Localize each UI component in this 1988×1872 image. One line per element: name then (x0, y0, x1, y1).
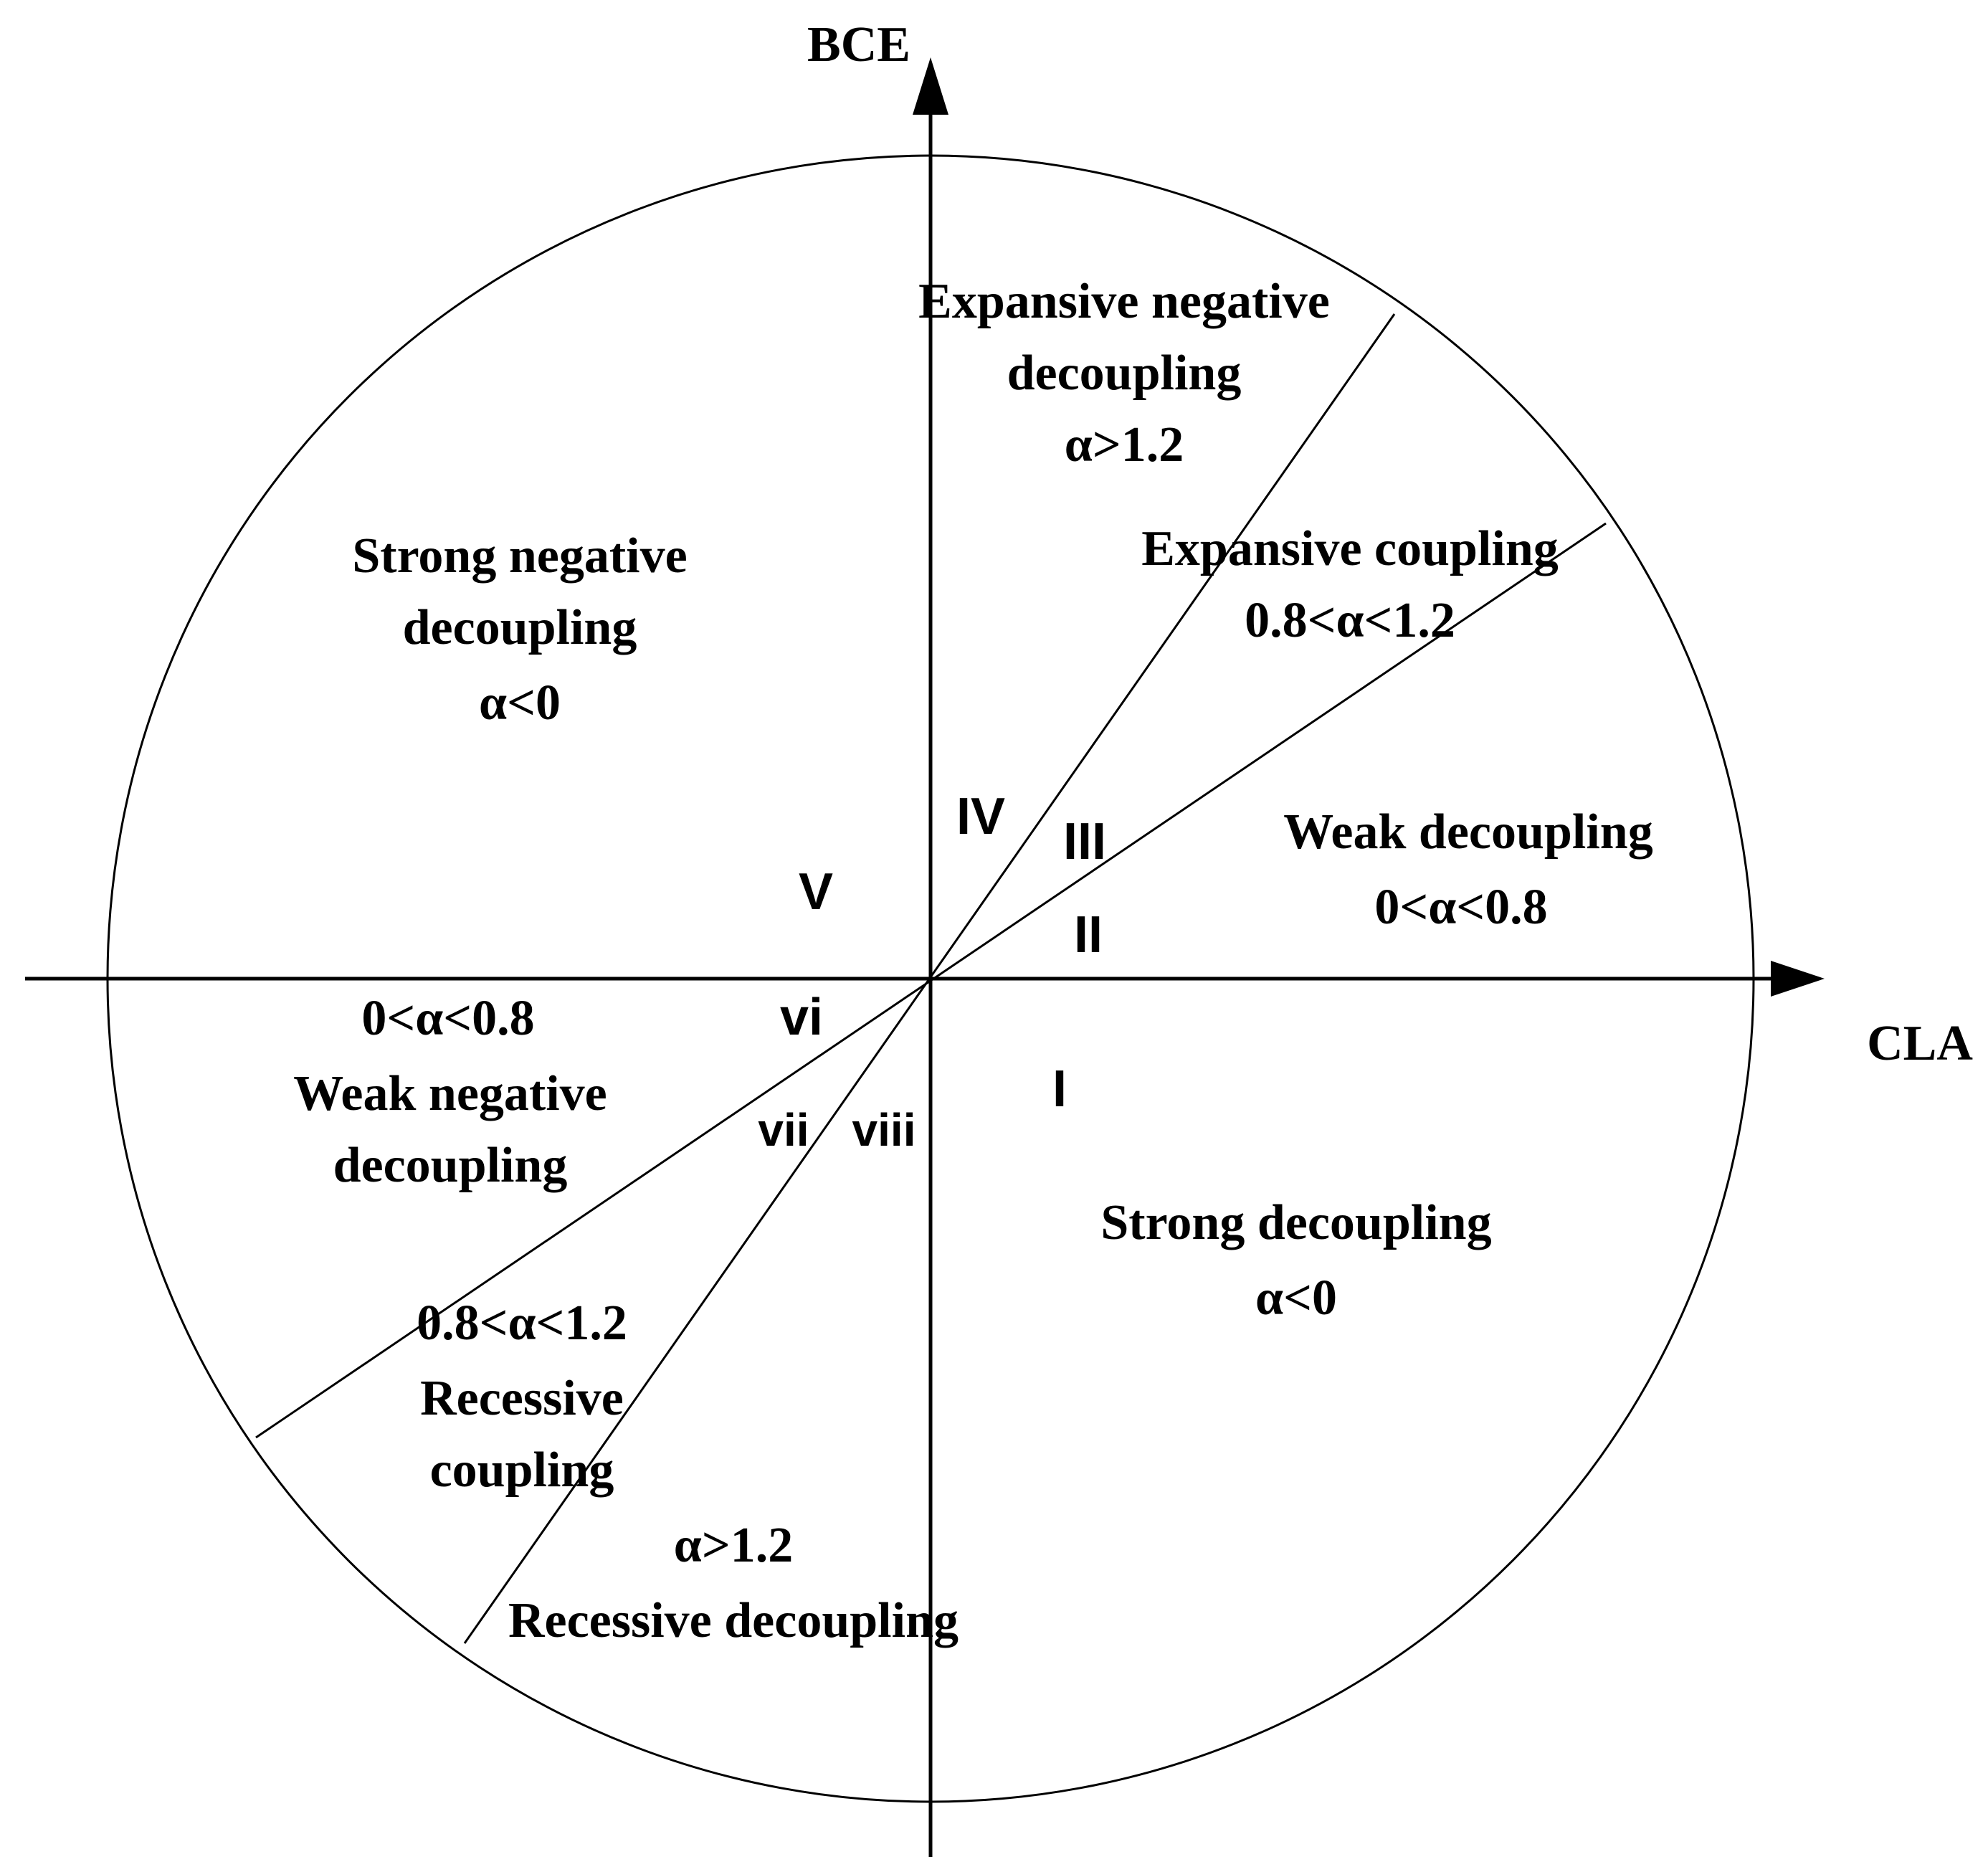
y-axis-arrow (913, 57, 948, 115)
zone-weak-decoupling-title: Weak decoupling (1283, 804, 1652, 860)
zone-recessive-decoupling-title: Recessive decoupling (508, 1593, 959, 1648)
x-axis-label: CLA (1867, 1016, 1973, 1071)
zone-weak-negative-title-2: decoupling (333, 1138, 568, 1193)
zone-weak-negative-alpha: 0<α<0.8 (361, 991, 534, 1046)
zone-expansive-negative-alpha: α>1.2 (1065, 417, 1184, 472)
zone-strong-decoupling-title: Strong decoupling (1100, 1195, 1491, 1250)
zone-weak-negative-title-1: Weak negative (293, 1066, 607, 1121)
zone-expansive-coupling-alpha: 0.8<α<1.2 (1245, 593, 1455, 648)
boundary-line-alpha-1-2 (463, 313, 1396, 1644)
zone-recessive-decoupling-alpha: α>1.2 (674, 1518, 793, 1573)
boundary-line-alpha-0-8 (255, 522, 1607, 1439)
zone-strong-negative-title-1: Strong negative (352, 528, 687, 584)
sector-label-vii: vii (758, 1104, 809, 1156)
zone-expansive-negative-title-2: decoupling (1007, 346, 1242, 401)
zone-strong-decoupling-alpha: α<0 (1255, 1270, 1337, 1326)
sector-label-ii: II (1074, 906, 1103, 964)
sector-label-viii: viii (852, 1104, 916, 1156)
zone-weak-decoupling-alpha: 0<α<0.8 (1374, 880, 1547, 935)
zone-recessive-coupling-title-1: Recessive (420, 1371, 624, 1426)
zone-expansive-negative-title-1: Expansive negative (918, 274, 1330, 329)
zone-recessive-coupling-alpha: 0.8<α<1.2 (417, 1296, 627, 1351)
zone-strong-negative-title-2: decoupling (403, 600, 637, 655)
zone-recessive-coupling-title-2: coupling (430, 1443, 614, 1498)
zone-strong-negative-alpha: α<0 (479, 675, 561, 731)
sector-label-vi: vi (780, 989, 823, 1046)
y-axis-label: BCE (807, 17, 910, 72)
sector-label-v: V (799, 863, 833, 921)
x-axis-arrow (1771, 961, 1825, 997)
sector-label-iv: IV (956, 788, 1005, 845)
sector-label-i: I (1052, 1060, 1067, 1118)
zone-expansive-coupling-title: Expansive coupling (1141, 521, 1559, 576)
sector-label-iii: III (1063, 813, 1106, 870)
